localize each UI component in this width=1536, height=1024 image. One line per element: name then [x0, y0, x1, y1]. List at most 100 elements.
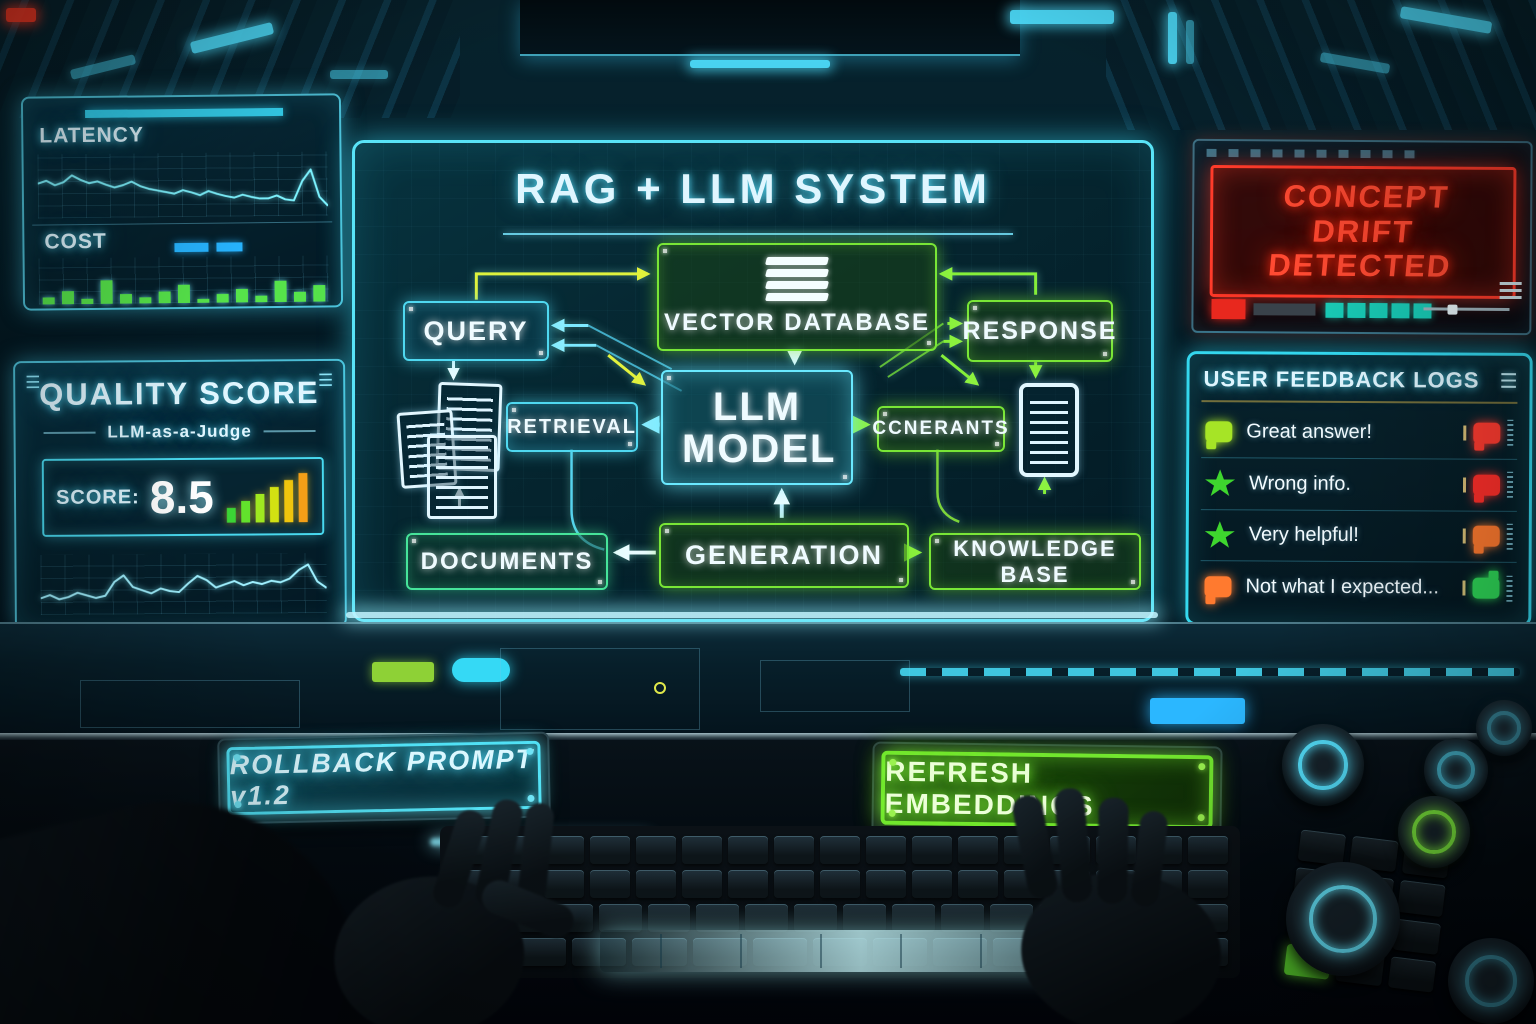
- node-response-label: RESPONSE: [962, 316, 1118, 345]
- node-documents-label: DOCUMENTS: [420, 547, 594, 575]
- cost-chart: [38, 255, 330, 305]
- keyboard-key: [682, 870, 722, 898]
- console-light-strip: [900, 668, 1520, 676]
- node-documents: DOCUMENTS: [406, 533, 608, 590]
- ceiling-panel-center: [520, 0, 1020, 56]
- node-vector-database-label: VECTOR DATABASE: [663, 309, 930, 336]
- thumb-down-icon[interactable]: [1473, 422, 1501, 444]
- console-strip: [0, 622, 1536, 740]
- right-hand: [975, 781, 1254, 1024]
- console-outline-box: [80, 680, 300, 728]
- keypad-key: [1387, 956, 1437, 993]
- console-blue-light: [1150, 698, 1245, 724]
- alert-teal-indicator: [1347, 302, 1366, 319]
- ceiling-light: [690, 60, 830, 68]
- alert-header-strip: [1206, 148, 1417, 159]
- node-generation: GENERATION: [659, 523, 909, 588]
- ceiling-light-vertical: [1186, 20, 1194, 64]
- feedback-text: Wrong info.: [1248, 472, 1351, 495]
- alert-red-indicator: [1211, 298, 1246, 320]
- thumb-down-icon: [1204, 576, 1232, 598]
- node-llm-model: LLM MODEL: [661, 370, 853, 485]
- left-hand: [319, 784, 661, 1024]
- keyboard-key: [745, 904, 789, 932]
- feedback-rating-group: [1462, 575, 1513, 602]
- feedback-rating-group: [1462, 523, 1513, 550]
- flag-mark: [1462, 580, 1466, 596]
- keyboard-key: [728, 836, 768, 864]
- thumb-down-icon[interactable]: [1472, 474, 1501, 496]
- alert-box: CONCEPT DRIFT DETECTED: [1209, 164, 1517, 300]
- feedback-list: Great answer! Wrong info. Very helpful! Not…: [1200, 406, 1518, 614]
- node-retrieval-label: RETRIEVAL: [507, 415, 637, 438]
- dial-knob[interactable]: [1476, 700, 1532, 756]
- database-icon: [765, 257, 829, 303]
- hamburger-menu-icon[interactable]: ☰: [1499, 370, 1518, 393]
- cost-blue-segment: [174, 242, 209, 253]
- dial-knob[interactable]: [1448, 938, 1534, 1024]
- keyboard-key: [774, 870, 814, 898]
- score-label: SCORE:: [55, 485, 140, 509]
- screw-icon: [889, 758, 897, 766]
- screw-icon: [1198, 763, 1206, 771]
- keyboard-key: [912, 836, 952, 864]
- quality-title: QUALITY SCORE: [39, 375, 320, 412]
- dial-knob[interactable]: [1424, 738, 1488, 802]
- keyboard-key: [682, 836, 722, 864]
- keyboard-key: [794, 904, 837, 932]
- score-meter-bars: [224, 470, 311, 523]
- console-outline-box: [760, 660, 910, 712]
- quality-score-panel: ☰ ☰ QUALITY SCORE LLM-as-a-Judge SCORE: …: [13, 358, 347, 630]
- flag-mark: [1462, 528, 1466, 544]
- screw-icon: [888, 809, 896, 817]
- ceiling-light-vertical: [1168, 12, 1177, 64]
- score-box: SCORE: 8.5: [41, 456, 325, 537]
- alert-menu-marks: [1499, 278, 1522, 300]
- flag-mark: [1463, 425, 1467, 441]
- feedback-row: Very helpful!: [1200, 509, 1517, 564]
- node-knowledge-base: KNOWLEDGE BASE: [929, 533, 1141, 590]
- star-icon: [1205, 521, 1235, 549]
- star-icon: [1205, 469, 1235, 497]
- feedback-row: Wrong info.: [1200, 457, 1518, 512]
- metrics-panel: LATENCY COST: [20, 93, 344, 311]
- dial-knob-large[interactable]: [1286, 862, 1400, 976]
- decor-dash: [263, 430, 316, 433]
- thumb-down-icon: [1205, 421, 1233, 443]
- keyboard-key: [843, 904, 886, 932]
- feedback-text: Not what I expected...: [1245, 575, 1439, 599]
- keyboard-key: [774, 836, 814, 864]
- latency-chart: [37, 151, 329, 219]
- alert-teal-indicator: [1413, 303, 1432, 319]
- node-knowledge-base-label: KNOWLEDGE BASE: [953, 535, 1117, 587]
- node-generation-label: GENERATION: [684, 540, 883, 570]
- decor-dash: [43, 431, 96, 434]
- keyboard-key: [866, 870, 906, 898]
- node-vector-database: VECTOR DATABASE: [657, 243, 937, 351]
- node-constraints: CCNERANTS: [872, 406, 1008, 452]
- dial-knob[interactable]: [1282, 724, 1364, 806]
- thumb-down-icon[interactable]: [1472, 525, 1500, 548]
- keyboard-key: [940, 904, 984, 932]
- node-query: QUERY: [403, 301, 549, 361]
- screw-icon: [233, 754, 241, 762]
- console-green-chip: [372, 662, 434, 682]
- feedback-row: Great answer!: [1201, 406, 1518, 460]
- ceiling-light-red: [6, 8, 36, 22]
- keyboard-key: [820, 836, 860, 864]
- quality-trend-chart: [40, 552, 327, 615]
- node-constraints-label: CCNERANTS: [872, 418, 1010, 439]
- console-outline-box: [500, 648, 700, 730]
- main-diagram-screen: RAG + LLM SYSTEM: [352, 140, 1154, 622]
- thumb-up-icon[interactable]: [1472, 577, 1500, 599]
- keypad-key: [1297, 829, 1347, 866]
- keyboard-key: [866, 836, 906, 864]
- alert-slider-knob[interactable]: [1447, 304, 1458, 315]
- feedback-text: Very helpful!: [1248, 523, 1359, 547]
- keyboard-key: [728, 870, 768, 898]
- dial-knob-green[interactable]: [1398, 796, 1470, 868]
- feedback-meta-marks: [1506, 575, 1513, 602]
- alert-slider[interactable]: [1423, 307, 1510, 312]
- cost-label: COST: [44, 229, 107, 254]
- keyboard-key: [912, 870, 952, 898]
